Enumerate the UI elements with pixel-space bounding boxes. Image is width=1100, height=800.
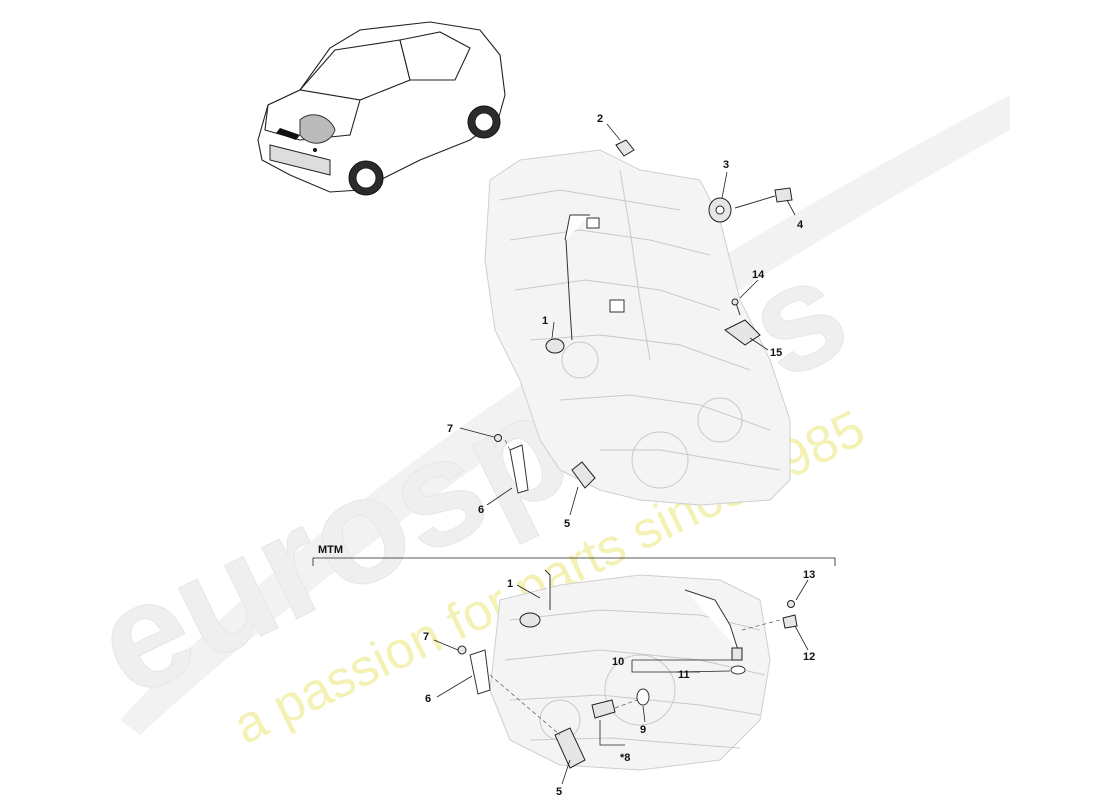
locator-arrow-icon	[276, 128, 300, 140]
harness-10-bottom	[684, 589, 739, 651]
callout-6-bottom: 6	[425, 693, 431, 705]
sensor-body-top	[609, 299, 625, 313]
section-label-mtm: MTM	[318, 544, 343, 556]
callout-15-top: 15	[770, 347, 782, 359]
watermark-swoosh	[120, 95, 1010, 735]
part-7-top	[494, 434, 502, 442]
part-7-bottom	[457, 645, 467, 655]
part-5-top	[571, 461, 596, 489]
callout-5-bottom: 5	[556, 786, 562, 798]
car-thumbnail	[257, 21, 506, 196]
part-1-top	[545, 338, 565, 354]
part-10-bottom	[731, 647, 743, 661]
parts-bottom	[457, 569, 798, 769]
callout-5-top: 5	[564, 518, 570, 530]
callout-1-bottom: 1	[507, 578, 513, 590]
callout-9-bottom: 9	[640, 724, 646, 736]
callout-7-bottom: 7	[423, 631, 429, 643]
callout-4-top: 4	[797, 219, 804, 231]
part-4-top	[774, 187, 793, 203]
callout-11-bottom: 11	[678, 669, 690, 681]
callout-6-top: 6	[478, 504, 484, 516]
callout-1-top: 1	[542, 315, 548, 327]
callout-13-bottom: 13	[803, 569, 815, 581]
part-6-bottom	[469, 649, 491, 695]
connector-top	[586, 217, 600, 229]
dash-3-4	[734, 195, 776, 209]
part-6-top	[509, 444, 529, 494]
mtm-section: MTM	[312, 544, 836, 566]
part-9-bottom	[636, 688, 650, 706]
sensor-harness-1-top	[564, 214, 590, 241]
part-5-bottom	[554, 727, 586, 769]
section-bracket	[312, 557, 836, 566]
transmission-ghost-bottom	[489, 574, 771, 771]
callout-12-bottom: 12	[803, 651, 815, 663]
callout-7-top: 7	[447, 423, 453, 435]
leaders-top	[459, 123, 796, 516]
part-11-bottom	[730, 665, 746, 675]
parts-top	[494, 139, 793, 494]
callout-10-bottom: 10	[612, 656, 624, 668]
callout-2-top: 2	[597, 113, 603, 125]
part-1-bottom	[519, 612, 541, 628]
engine-ghost-top	[484, 149, 791, 506]
callouts-bottom: 1 13 12 10 11 9 *8 7 6 5	[423, 569, 815, 798]
callout-14-top: 14	[752, 269, 765, 281]
part-13-bottom	[787, 600, 795, 608]
sensor-cable-1-bottom	[544, 569, 551, 610]
callouts-top: 2 3 4 1 14 15 7 6 5	[447, 113, 804, 530]
leaders-bottom	[433, 579, 809, 785]
part-8-bottom	[591, 699, 616, 719]
sensor-cable-1-top	[565, 239, 573, 341]
part-14-head	[731, 298, 739, 306]
callout-8-bottom: *8	[620, 752, 630, 764]
part-12-bottom	[782, 614, 798, 629]
callout-3-top: 3	[723, 159, 729, 171]
part-2-top	[615, 139, 635, 157]
